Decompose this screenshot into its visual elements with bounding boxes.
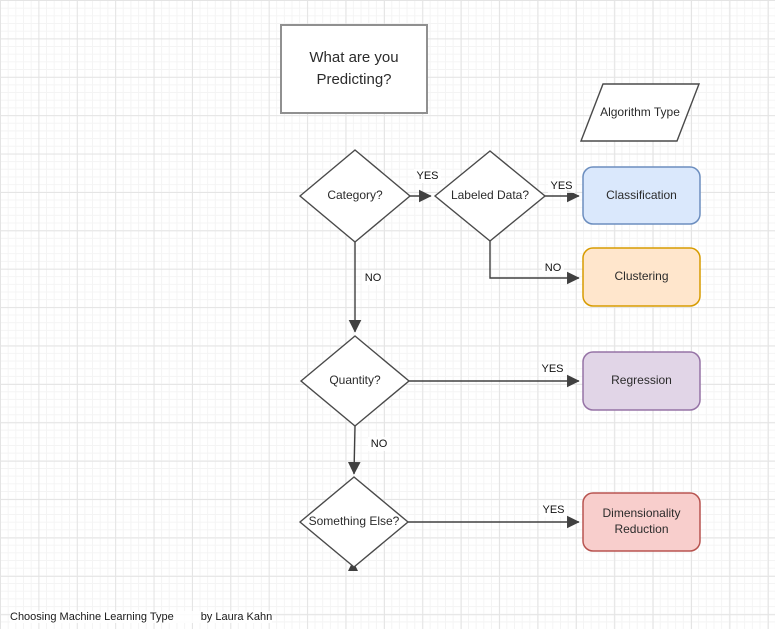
result-clustering-shape[interactable] xyxy=(582,247,701,307)
edge-label-quantity-no: NO xyxy=(368,437,390,451)
edge-label-quantity-yes: YES xyxy=(539,362,566,376)
result-classification-shape[interactable] xyxy=(582,166,701,225)
edge-label-labeled-no: NO xyxy=(542,261,564,275)
edge-quantity-no[interactable] xyxy=(347,425,361,475)
decision-category-shape[interactable] xyxy=(298,149,412,243)
edge-label-something-yes: YES xyxy=(540,503,567,517)
decision-labeled-data-shape[interactable] xyxy=(433,150,547,242)
footer-caption: Choosing Machine Learning Type by Laura K… xyxy=(10,611,273,623)
footer-title: Choosing Machine Learning Type xyxy=(10,611,174,623)
algorithm-type-node-shape[interactable] xyxy=(579,83,701,142)
edge-label-labeled-yes: YES xyxy=(548,179,575,193)
decision-something-else-shape[interactable] xyxy=(298,476,410,568)
question-node-shape[interactable] xyxy=(280,24,428,114)
result-regression-shape[interactable] xyxy=(582,351,701,411)
decision-quantity-shape[interactable] xyxy=(299,335,411,427)
edge-labeled-no[interactable] xyxy=(489,241,580,285)
result-dimensionality-reduction-shape[interactable] xyxy=(582,492,701,552)
edge-label-category-no: NO xyxy=(362,271,384,285)
edge-label-category-yes: YES xyxy=(414,169,441,183)
footer-credit: by Laura Kahn xyxy=(200,611,273,623)
